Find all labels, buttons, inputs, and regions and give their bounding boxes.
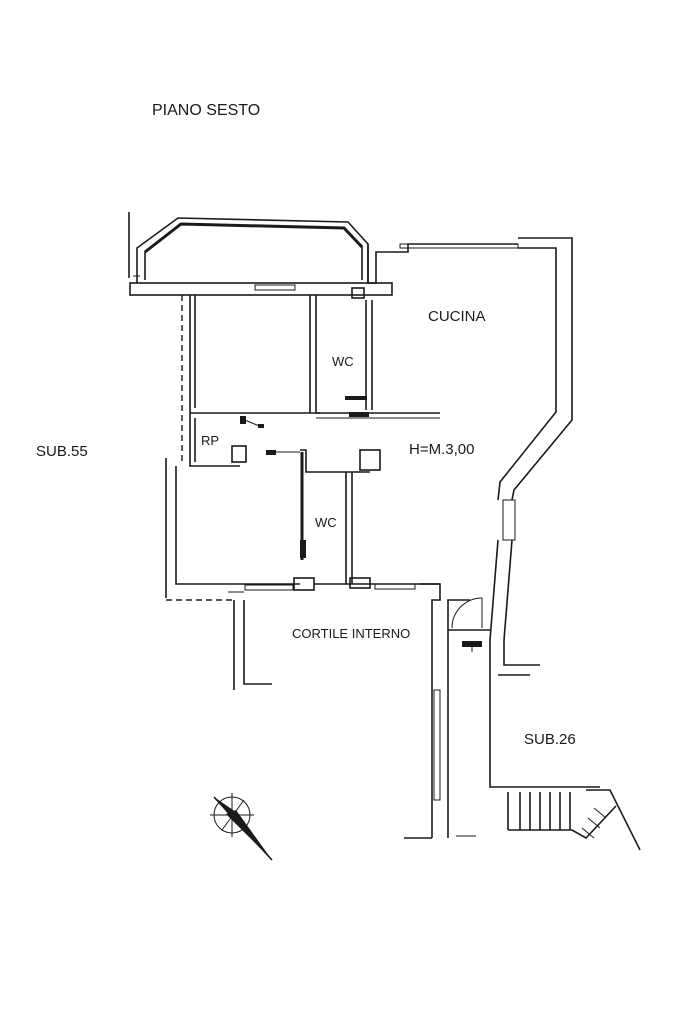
label-wc-lower: WC (315, 515, 337, 530)
courtyard: CORTILE INTERNO (228, 591, 410, 690)
label-courtyard: CORTILE INTERNO (292, 626, 410, 641)
plan-title: PIANO SESTO (152, 102, 260, 119)
label-wc-upper: WC (332, 354, 354, 369)
room-lower-left (165, 458, 315, 601)
label-kitchen: CUCINA (428, 308, 486, 325)
label-height: H=M.3,00 (409, 441, 474, 458)
room-wc-lower: WC (314, 472, 440, 590)
label-storage: RP (201, 433, 219, 448)
sub26-area (489, 640, 641, 851)
label-sub-left: SUB.55 (36, 443, 88, 460)
label-sub-right: SUB.26 (524, 731, 576, 748)
room-wc-upper: WC (316, 287, 440, 419)
passage (404, 583, 490, 839)
bay-window (128, 212, 393, 296)
north-arrow-icon (210, 793, 273, 861)
room-storage: RP (189, 413, 264, 467)
stairs-icon (507, 789, 641, 851)
room-upper-left (181, 284, 320, 464)
corridor (266, 449, 381, 560)
room-kitchen: CUCINA H=M.3,00 (367, 237, 573, 641)
door-swing-icon (451, 597, 483, 629)
